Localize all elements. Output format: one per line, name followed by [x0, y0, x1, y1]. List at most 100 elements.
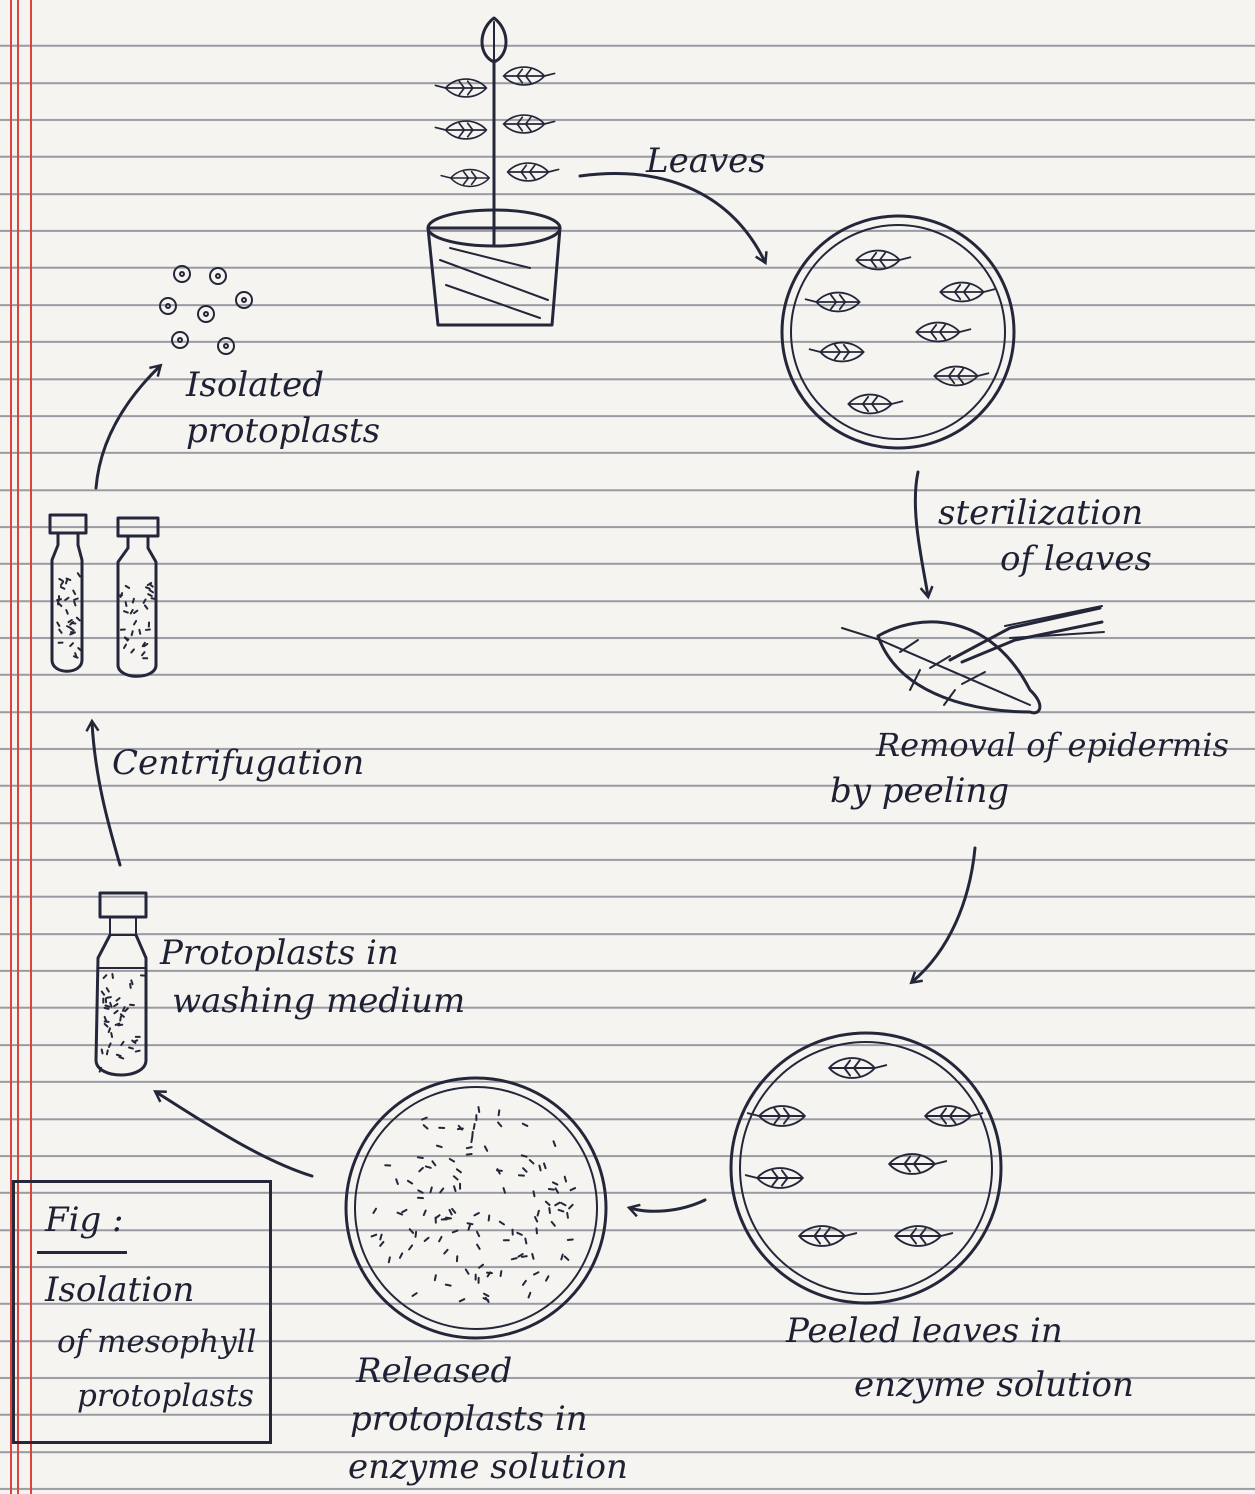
- protoplast-speck: [567, 1213, 568, 1218]
- protoplast-speck: [119, 1057, 123, 1058]
- protoplast-speck: [517, 1233, 522, 1235]
- protoplast-speck: [380, 1242, 383, 1246]
- protoplast-speck: [120, 1017, 121, 1021]
- protoplast-speck: [424, 1125, 428, 1128]
- protoplast-speck: [571, 1188, 576, 1190]
- protoplast-speck: [446, 1285, 451, 1286]
- protoplast-speck: [116, 1024, 120, 1025]
- protoplast-speck: [454, 1176, 458, 1179]
- figure-caption-box: Fig : Isolation of mesophyll protoplasts: [12, 1180, 272, 1444]
- protoplast-speck: [105, 1008, 109, 1009]
- protoplast-speck: [424, 1210, 426, 1215]
- protoplast-speck: [74, 599, 78, 600]
- protoplast-speck: [569, 1205, 573, 1209]
- figure-underline: [37, 1251, 127, 1254]
- protoplast-speck: [400, 1253, 402, 1257]
- petri-dish-released: [346, 1078, 606, 1338]
- protoplast-speck: [152, 598, 156, 599]
- label-peeled-2: enzyme solution: [854, 1362, 1134, 1408]
- protoplast-speck: [504, 1188, 505, 1193]
- protoplast-speck: [437, 1146, 442, 1147]
- protoplast-speck: [439, 1237, 441, 1241]
- protoplast-speck: [148, 594, 152, 596]
- label-centrifugation: Centrifugation: [112, 740, 364, 786]
- protoplast-speck: [117, 998, 120, 1001]
- protoplast-speck: [408, 1181, 412, 1184]
- protoplast-speck: [419, 1168, 423, 1171]
- protoplast-speck: [102, 992, 104, 995]
- protoplast-speck: [500, 1222, 504, 1225]
- protoplast-speck: [489, 1215, 490, 1220]
- protoplast-speck: [105, 1017, 106, 1021]
- label-washing-1: Protoplasts in: [160, 930, 399, 976]
- protoplast-speck: [134, 621, 136, 624]
- protoplast-speck: [552, 1222, 555, 1226]
- protoplast-speck: [104, 975, 107, 978]
- protoplast-speck: [61, 582, 63, 585]
- protoplast-speck: [479, 1265, 483, 1268]
- protoplast-speck: [533, 1191, 534, 1196]
- protoplast-speck: [142, 652, 145, 655]
- petri-dish-enzyme: [731, 1033, 1001, 1303]
- protoplast-speck: [373, 1209, 376, 1213]
- label-sterilization-2: of leaves: [1000, 536, 1152, 582]
- protoplast-speck: [75, 653, 76, 657]
- protoplast-speck: [485, 1146, 487, 1150]
- protoplast-speck: [523, 1124, 527, 1126]
- protoplast-speck: [467, 1147, 472, 1148]
- protoplast-speck: [487, 1273, 492, 1274]
- protoplast-speck: [134, 1040, 138, 1042]
- protoplast-speck: [532, 1254, 533, 1259]
- protoplast-speck: [546, 1202, 550, 1205]
- protoplast-speck: [59, 603, 62, 606]
- protoplast-speck: [418, 1157, 423, 1158]
- protoplast-speck: [457, 1169, 461, 1172]
- protoplast-speck: [102, 1049, 103, 1053]
- protoplast-speck: [109, 1043, 111, 1047]
- label-removal-2: by peeling: [830, 768, 1009, 814]
- protoplast-speck: [145, 605, 147, 608]
- protoplast-speck: [134, 611, 137, 613]
- figure-line-1: Isolation: [45, 1267, 194, 1313]
- protoplast-speck: [59, 630, 61, 633]
- figure-line-2: of mesophyll: [57, 1319, 256, 1365]
- protoplast-speck: [486, 1298, 489, 1302]
- protoplast-speck: [124, 611, 128, 612]
- protoplast-speck: [110, 1003, 111, 1007]
- protoplast-speck: [449, 1210, 451, 1214]
- label-removal-1: Removal of epidermis: [876, 722, 1229, 768]
- protoplast-speck: [460, 1299, 465, 1301]
- protoplast-speck: [484, 1294, 488, 1296]
- protoplast-speck: [468, 1223, 473, 1224]
- protoplast-speck: [131, 649, 134, 652]
- protoplast-speck: [561, 1255, 562, 1260]
- protoplast-speck: [556, 1188, 558, 1192]
- protoplast-speck: [454, 1186, 455, 1191]
- protoplast-speck: [78, 573, 80, 576]
- protoplast-speck: [549, 1189, 554, 1190]
- protoplast-speck: [66, 610, 67, 614]
- protoplast-speck: [61, 587, 65, 589]
- protoplast-speck: [402, 1210, 406, 1212]
- protoplast-speck: [114, 1004, 117, 1006]
- protoplast-speck: [444, 1250, 447, 1254]
- protoplast-speck: [468, 1225, 470, 1230]
- protoplast-speck: [536, 1228, 537, 1233]
- protoplast-speck: [130, 984, 131, 988]
- protoplast-speck: [426, 1166, 431, 1167]
- protoplast-speck: [498, 1122, 501, 1126]
- protoplast-speck: [389, 1257, 390, 1262]
- protoplast-speck: [117, 1055, 121, 1056]
- protoplast-speck: [150, 590, 153, 592]
- potted-plant: [428, 18, 560, 325]
- protoplast-speck: [522, 1155, 527, 1156]
- protoplast-speck: [118, 595, 122, 596]
- isolated-protoplasts: [160, 266, 252, 354]
- protoplast-speck: [523, 1168, 527, 1172]
- protoplast-speck: [77, 618, 80, 621]
- protoplast-speck: [499, 1110, 500, 1115]
- petri-dish-leaves: [782, 216, 1014, 448]
- protoplast-speck: [125, 1008, 128, 1011]
- protoplast-speck: [146, 587, 150, 588]
- protoplast-speck: [467, 1154, 472, 1155]
